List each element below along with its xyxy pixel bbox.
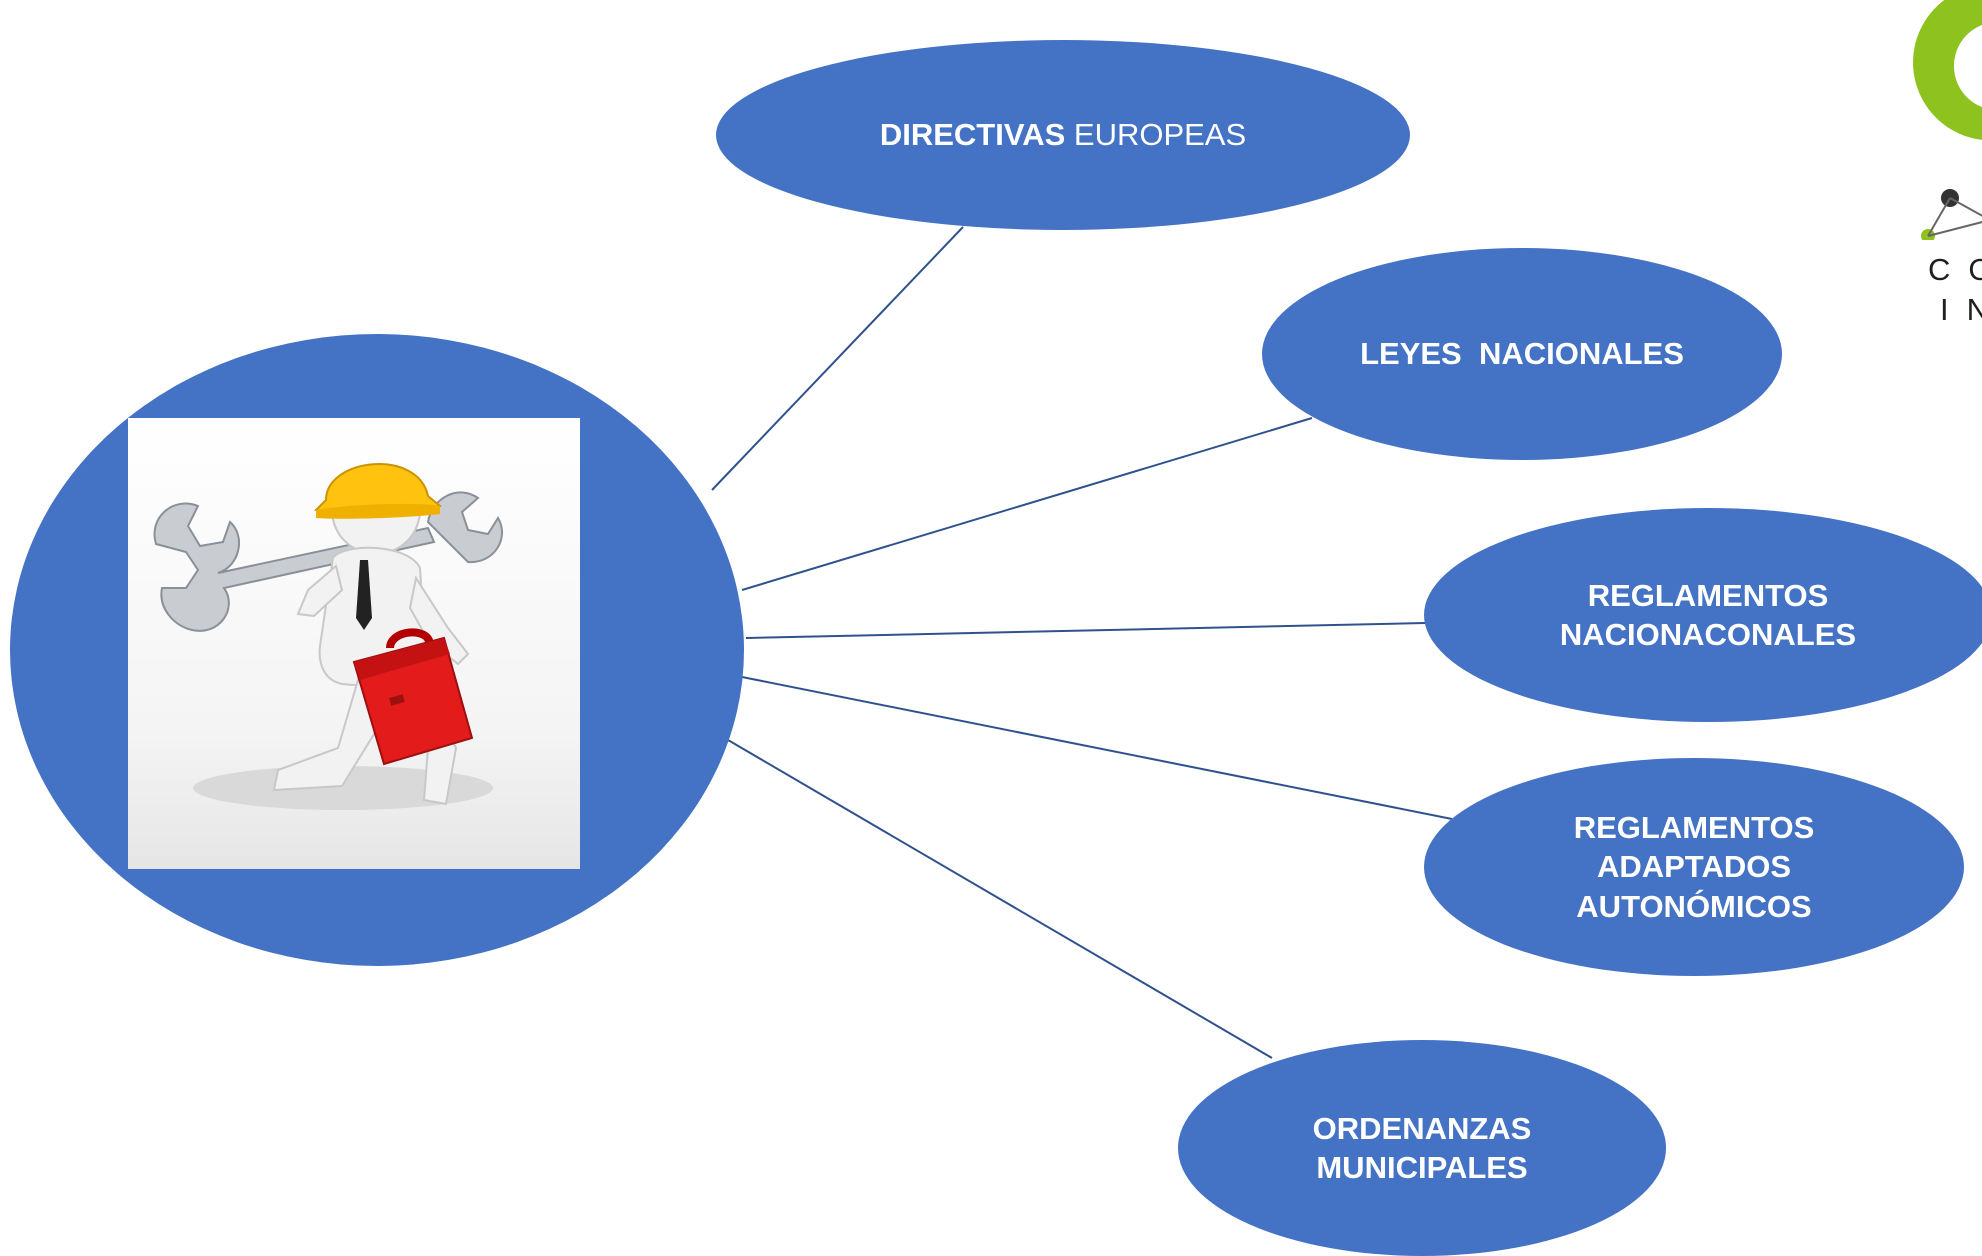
node-reglamentos-nacionales-line2: NACIONACONALES bbox=[1559, 617, 1857, 652]
logo-mark-icon bbox=[1913, 0, 1982, 240]
worker-with-tools-icon bbox=[153, 463, 504, 810]
node-ordenanzas-line2: MUNICIPALES bbox=[1316, 1150, 1528, 1185]
node-directivas-bold: DIRECTIVAS bbox=[879, 117, 1066, 153]
node-leyes-nacionales: LEYES NACIONALES bbox=[1262, 248, 1782, 460]
node-reglamentos-adaptados-line2: ADAPTADOS bbox=[1596, 849, 1792, 885]
logo-text-line2: IN bbox=[1940, 292, 1982, 327]
worker-illustration bbox=[128, 418, 580, 869]
connector-reglamentos-adaptados bbox=[741, 676, 1453, 820]
node-directivas-plain: EUROPEAS bbox=[1073, 117, 1247, 153]
node-reglamentos-nacionales: REGLAMENTOS NACIONACONALES bbox=[1424, 508, 1982, 722]
connector-reglamentos-nacionales bbox=[745, 622, 1426, 639]
node-reglamentos-nacionales-line1: REGLAMENTOS bbox=[1587, 577, 1829, 613]
node-reglamentos-adaptados: REGLAMENTOS ADAPTADOS AUTONÓMICOS bbox=[1424, 758, 1964, 976]
node-ordenanzas-municipales: ORDENANZAS MUNICIPALES bbox=[1178, 1040, 1666, 1256]
node-leyes-label: LEYES NACIONALES bbox=[1360, 336, 1684, 372]
logo-text-line1: CO bbox=[1928, 252, 1982, 287]
node-directivas-europeas: DIRECTIVAS EUROPEAS bbox=[716, 40, 1410, 230]
node-reglamentos-adaptados-line3: AUTONÓMICOS bbox=[1576, 888, 1812, 924]
connector-leyes bbox=[741, 417, 1313, 591]
node-directivas-label: DIRECTIVAS EUROPEAS bbox=[880, 115, 1246, 154]
node-ordenanzas-line1: ORDENANZAS bbox=[1312, 1110, 1532, 1146]
connector-ordenanzas bbox=[727, 739, 1273, 1059]
brand-logo: CO IN bbox=[1900, 0, 1982, 340]
node-reglamentos-adaptados-line1: REGLAMENTOS bbox=[1573, 809, 1815, 845]
connector-directivas bbox=[711, 226, 964, 491]
